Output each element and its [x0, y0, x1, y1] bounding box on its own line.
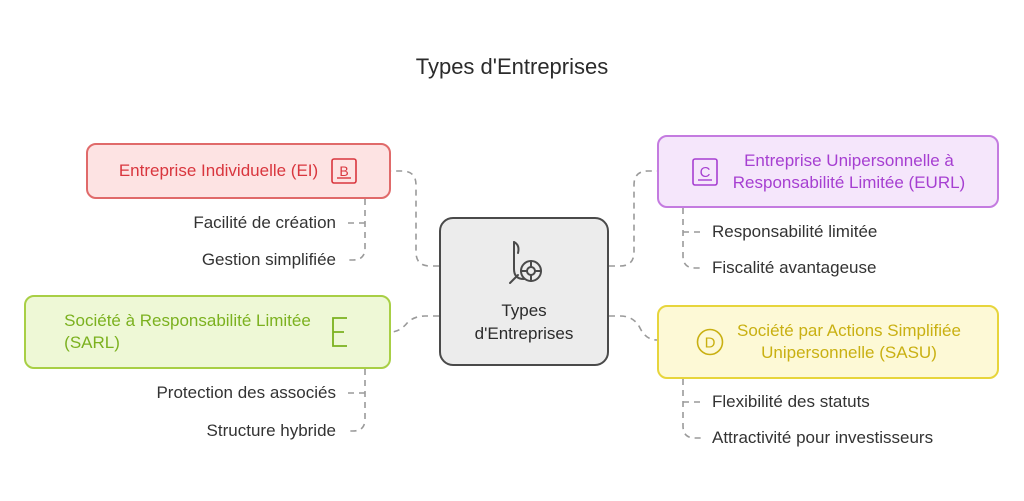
sub-item: Fiscalité avantageuse [712, 258, 877, 277]
node-sasu[interactable]: D Société par Actions Simplifiée Unipers… [657, 305, 999, 379]
node-title: Entreprise Unipersonnelle à Responsabili… [733, 150, 965, 194]
node-sarl[interactable]: Société à Responsabilité Limitée (SARL) [24, 295, 391, 369]
node-entreprise-individuelle[interactable]: Entreprise Individuelle (EI) B [86, 143, 391, 199]
sub-item: Structure hybride [206, 421, 336, 440]
center-node[interactable]: Types d'Entreprises [439, 217, 609, 366]
node-title: Société à Responsabilité Limitée (SARL) [64, 310, 311, 354]
center-label-line1: Types [501, 301, 547, 320]
node-title-line2: (SARL) [64, 333, 120, 352]
center-label-line2: d'Entreprises [474, 324, 574, 343]
svg-text:C: C [699, 164, 710, 181]
node-title: Entreprise Individuelle (EI) [118, 161, 319, 180]
node-title-line1: Entreprise Unipersonnelle à [744, 150, 954, 170]
letter-d-circle-icon: D [695, 327, 725, 357]
sub-item: Protection des associés [156, 383, 336, 402]
sub-item: Gestion simplifiée [201, 250, 336, 269]
tools-icon [509, 241, 542, 284]
sub-item: Attractivité pour investisseurs [712, 428, 934, 447]
node-eurl[interactable]: C Entreprise Unipersonnelle à Responsabi… [657, 135, 999, 208]
sub-item: Responsabilité limitée [712, 222, 878, 241]
node-title-line2: Responsabilité Limitée (EURL) [732, 172, 966, 192]
node-title-line2: Unipersonnelle (SASU) [761, 343, 937, 362]
letter-e-icon [329, 315, 351, 349]
node-title: Société par Actions Simplifiée Uniperson… [737, 320, 961, 364]
letter-c-square-icon: C [691, 157, 719, 187]
sub-item: Facilité de création [193, 213, 336, 232]
diagram-title: Types d'Entreprises [415, 54, 609, 79]
sub-item: Flexibilité des statuts [712, 392, 870, 411]
svg-text:B: B [340, 163, 349, 179]
node-title-line1: Société à Responsabilité Limitée [64, 311, 311, 330]
svg-text:D: D [705, 335, 716, 352]
node-title-line1: Société par Actions Simplifiée [737, 321, 961, 340]
letter-b-square-icon: B [330, 157, 358, 185]
